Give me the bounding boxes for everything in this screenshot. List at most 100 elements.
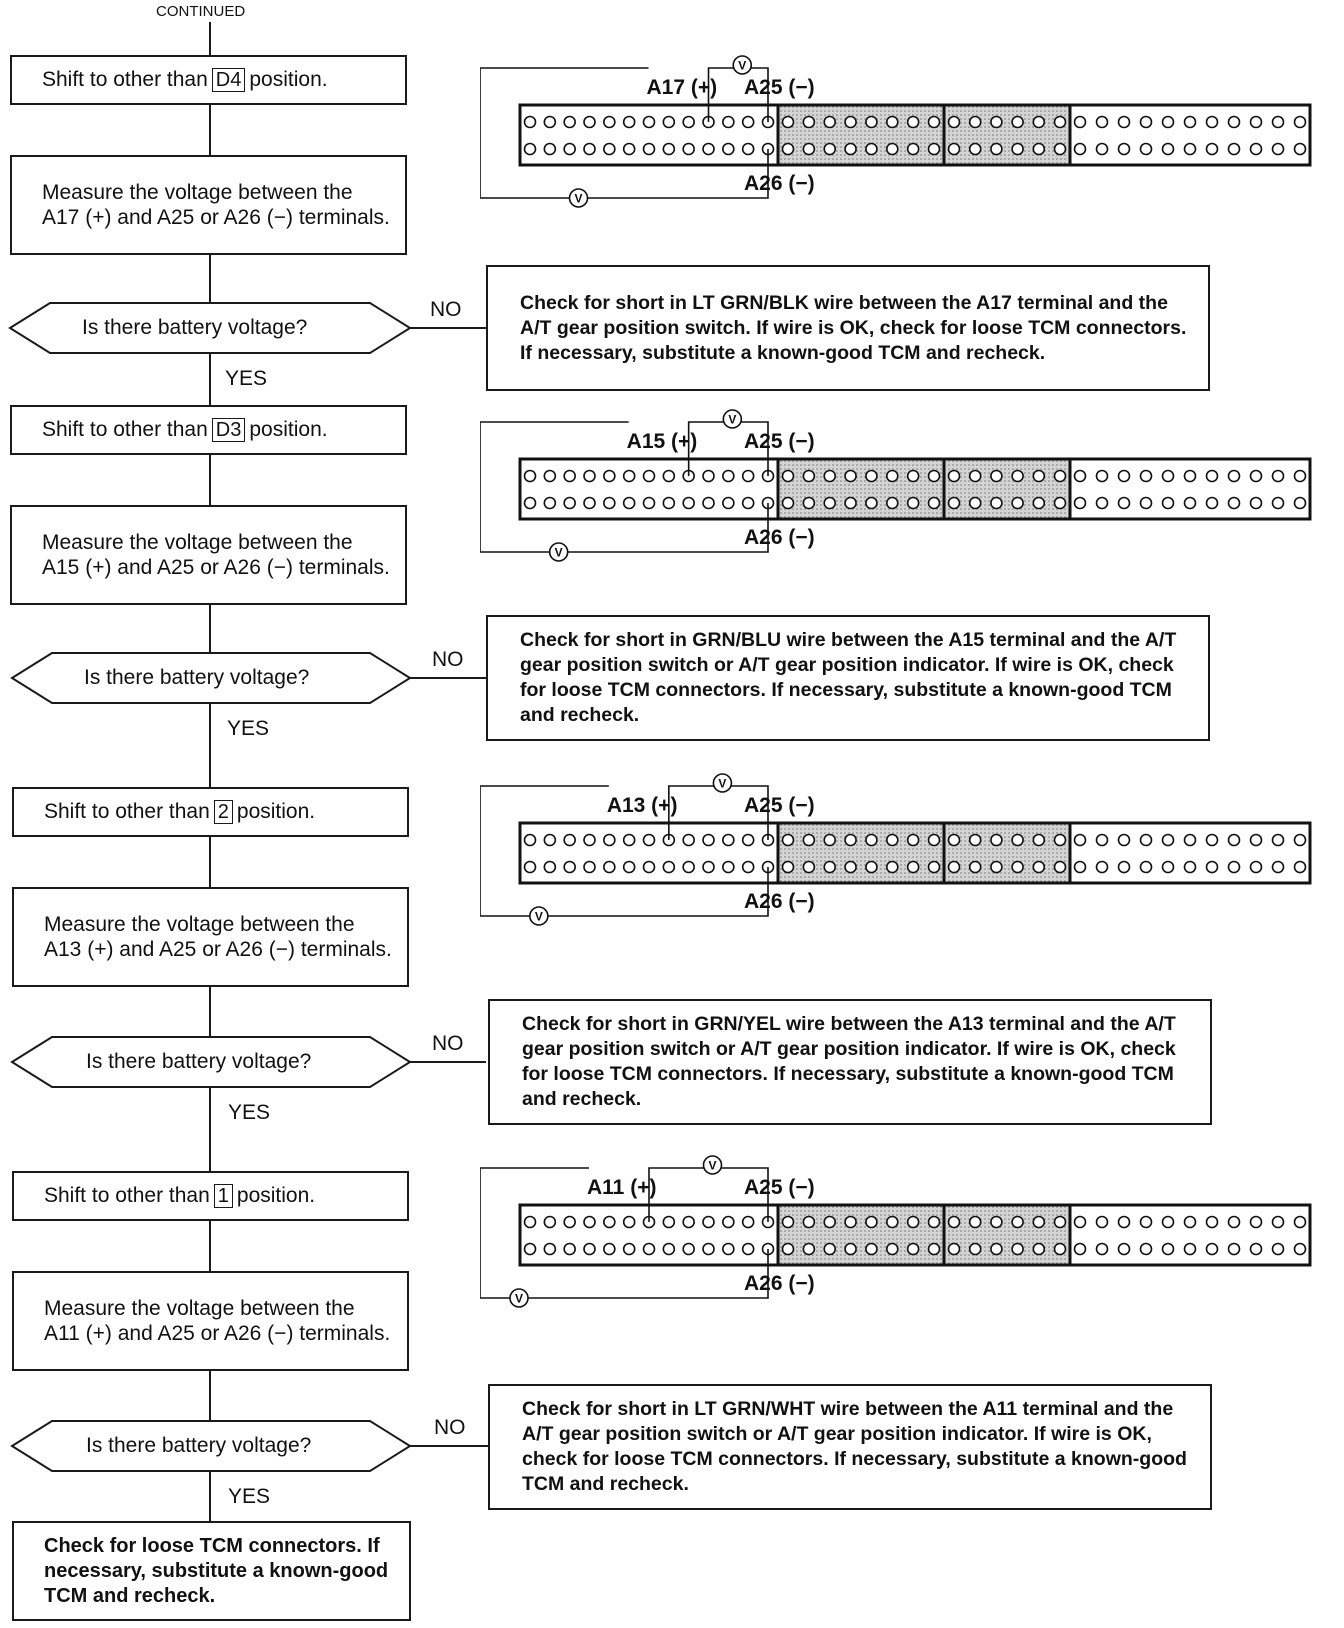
connector-pin: [741, 115, 755, 129]
voltmeter-icon: [732, 55, 753, 75]
voltmeter-symbol: V: [555, 546, 563, 560]
connector-pin: [823, 469, 837, 483]
no-label-4: NO: [434, 1416, 466, 1439]
connector-pin: [1249, 469, 1263, 483]
question-text-3: Is there battery voltage?: [86, 1050, 312, 1073]
connector-pin: [523, 1242, 537, 1256]
connector-pin: [885, 1215, 899, 1229]
connector-pin: [1032, 860, 1046, 874]
connector-pin: [523, 115, 537, 129]
connector-pin: [543, 496, 557, 510]
connector-pin: [1161, 833, 1175, 847]
connector-pin: [1139, 860, 1153, 874]
connector-pin: [1073, 115, 1087, 129]
connector-pin: [1139, 115, 1153, 129]
shift-step-d4: Shift to other than D4 position.: [10, 55, 407, 105]
connector-section: [942, 821, 1072, 885]
connector-pin: [583, 1242, 596, 1256]
connector-pin: [1271, 142, 1285, 156]
connector-pin: [927, 1242, 941, 1256]
connector-pin: [802, 860, 816, 874]
terminal-plus-label: A11 (+): [587, 1176, 656, 1199]
terminal-minus-label: A25 (−): [744, 430, 815, 453]
connector-pin: [741, 496, 755, 510]
connector-pin: [844, 860, 857, 874]
yes-label-3: YES: [228, 1101, 271, 1124]
connector-pin: [741, 833, 755, 847]
connector-pin: [1249, 1242, 1263, 1256]
shift-suffix: position.: [236, 800, 316, 823]
connector-pin: [642, 142, 656, 156]
connector-pin: [781, 1215, 795, 1229]
connector-pin: [741, 1242, 755, 1256]
connector-pin: [947, 860, 961, 874]
no-label-1: NO: [430, 298, 462, 321]
connector-pin: [741, 469, 755, 483]
connector-pin: [885, 860, 899, 874]
connector-pin: [622, 142, 636, 156]
connector-section: [776, 821, 946, 885]
voltmeter-icon: [509, 1288, 529, 1308]
connector-pin: [906, 860, 920, 874]
connector-pin: [968, 115, 982, 129]
connector-pin: [990, 496, 1003, 510]
connector-pin: [1271, 115, 1285, 129]
connector-pin: [563, 860, 576, 874]
connector-pin: [1293, 1242, 1307, 1256]
connector-pin: [682, 142, 695, 156]
connector-pin: [682, 860, 695, 874]
voltmeter-icon: [568, 188, 589, 208]
connector-pin: [906, 833, 920, 847]
connector-pin: [583, 496, 596, 510]
connector-pin: [1117, 496, 1131, 510]
connector-pin: [1161, 115, 1175, 129]
connector-pin: [1139, 1242, 1153, 1256]
connector-pin: [990, 1242, 1003, 1256]
connector-pin: [583, 142, 596, 156]
connector-pin: [1227, 1215, 1241, 1229]
connector-pin: [968, 496, 982, 510]
connector-pin: [563, 469, 576, 483]
connector-pin: [1117, 142, 1131, 156]
connector-pin: [802, 496, 816, 510]
no-label-3: NO: [432, 1032, 464, 1055]
connector-pin: [968, 860, 982, 874]
terminal-minus-label: A26 (−): [744, 890, 815, 913]
gear-position-d3: D3: [211, 418, 246, 442]
connector-pin: [906, 142, 920, 156]
connector-pin: [1293, 469, 1307, 483]
connector-pin: [682, 1242, 695, 1256]
connector-pin: [1053, 115, 1067, 129]
connector-pin: [622, 1215, 636, 1229]
voltmeter-icon: [712, 773, 733, 793]
connector-pin: [642, 496, 656, 510]
terminal-minus-label: A25 (−): [744, 76, 815, 99]
connector-pin: [523, 833, 537, 847]
connector-pin: [702, 496, 715, 510]
connector-pin: [968, 833, 982, 847]
connector-pin: [823, 1215, 837, 1229]
connector-pin: [603, 142, 616, 156]
connector-pin: [662, 469, 676, 483]
connector-pin: [563, 833, 576, 847]
connector-pin: [1205, 833, 1219, 847]
connector-pin: [662, 115, 676, 129]
connector-pin: [1271, 833, 1285, 847]
connector-pin: [802, 833, 816, 847]
terminal-plus-label: A15 (+): [627, 430, 698, 453]
connector-pin: [823, 860, 837, 874]
connector-pin: [563, 1242, 576, 1256]
connector-pin: [1095, 860, 1109, 874]
connector-pin: [1095, 496, 1109, 510]
measure-step-a15: Measure the voltage between the A15 (+) …: [10, 505, 407, 605]
connector-pin: [1011, 142, 1024, 156]
connector-pin: [642, 115, 656, 129]
connector-pin: [543, 833, 557, 847]
connector-pin: [722, 115, 735, 129]
connector-pin: [563, 496, 576, 510]
connector-section: [518, 821, 780, 885]
connector-pin: [947, 142, 961, 156]
connector-pin: [523, 469, 537, 483]
connector-pin: [1227, 469, 1241, 483]
